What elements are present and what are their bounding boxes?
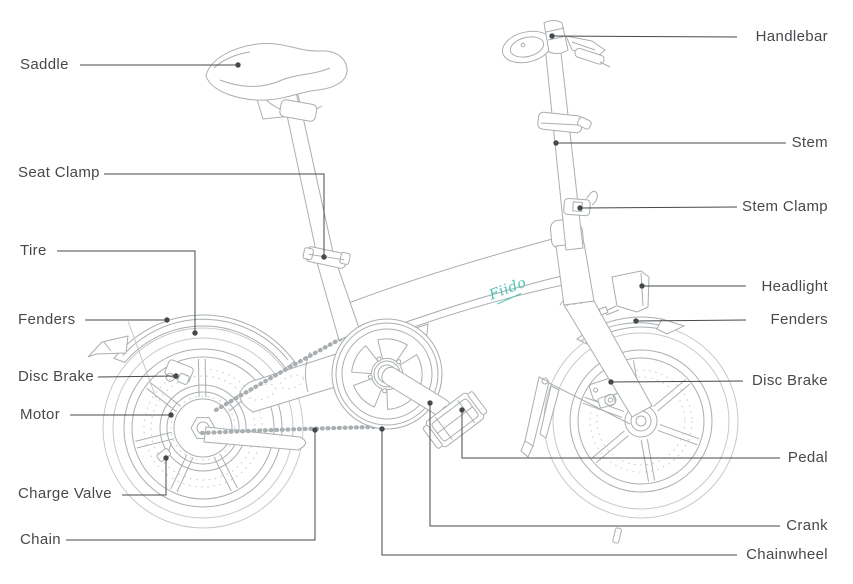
- rear-disc-brake: [164, 359, 194, 385]
- label-chainwheel: Chainwheel: [746, 546, 828, 564]
- label-disc-brake-right: Disc Brake: [751, 372, 828, 390]
- kickstand: [520, 376, 560, 458]
- crankset: [331, 318, 488, 449]
- chain: [199, 334, 377, 436]
- label-charge-valve: Charge Valve: [18, 485, 112, 503]
- label-saddle: Saddle: [20, 56, 69, 74]
- label-pedal: Pedal: [787, 449, 828, 467]
- stem-assembly: [501, 20, 611, 306]
- label-fenders-right: Fenders: [770, 311, 828, 329]
- headlight: [598, 270, 650, 316]
- label-motor: Motor: [20, 406, 61, 424]
- handlebar: [501, 20, 611, 68]
- rear-fender: [87, 314, 296, 399]
- label-seat-clamp: Seat Clamp: [18, 164, 100, 182]
- label-headlight: Headlight: [761, 278, 828, 296]
- label-crank: Crank: [786, 517, 828, 535]
- leader-lines: [57, 33, 786, 556]
- label-stem: Stem: [791, 134, 828, 152]
- label-tire: Tire: [20, 242, 47, 260]
- label-chain: Chain: [20, 531, 61, 549]
- front-wheel: [543, 323, 739, 544]
- label-stem-clamp: Stem Clamp: [741, 198, 828, 216]
- front-fork: [520, 294, 653, 458]
- label-disc-brake-left: Disc Brake: [18, 368, 95, 386]
- rear-wheel: [102, 327, 304, 529]
- pedal: [422, 391, 488, 449]
- label-handlebar: Handlebar: [755, 28, 828, 46]
- motor-hub: [159, 384, 247, 472]
- seat-assembly: [205, 42, 361, 341]
- saddle: [205, 42, 348, 101]
- label-fenders-left: Fenders: [18, 311, 76, 329]
